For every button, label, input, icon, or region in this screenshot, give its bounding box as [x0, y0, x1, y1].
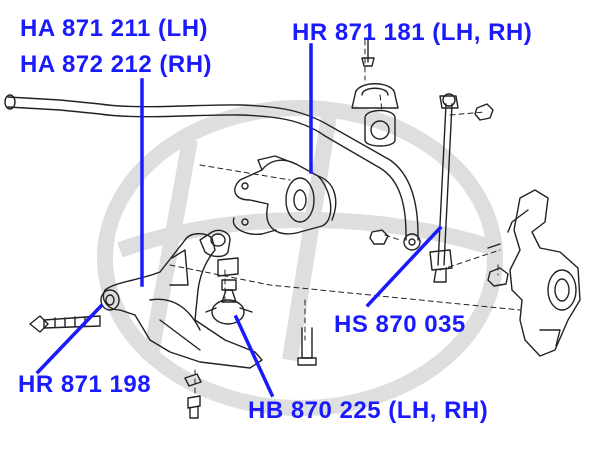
rear-bushing-assembly: [232, 155, 337, 235]
leader-hb870225: [233, 314, 275, 398]
leader-hs870035: [365, 225, 443, 308]
part-label-hb870225: HB 870 225 (LH, RH): [248, 397, 489, 424]
knuckle-nut: [487, 243, 509, 287]
part-label-hr871181: HR 871 181 (LH, RH): [292, 19, 533, 46]
part-label-hs870035: HS 870 035: [334, 311, 466, 338]
small-bolts: [184, 373, 202, 419]
nut-bar-end: [369, 229, 389, 245]
arm-bolt: [29, 315, 101, 333]
part-label-ha872212: HA 872 212 (RH): [20, 51, 213, 78]
stylized-h-logo-watermark-icon: [97, 100, 503, 416]
part-label-hr871198: HR 871 198: [18, 371, 152, 398]
front-bushing: [199, 229, 231, 258]
leader-hr871198: [35, 303, 104, 375]
stabilizer-link: [429, 93, 459, 283]
steering-knuckle: [507, 189, 581, 357]
stabilizer-bushing: [364, 109, 396, 147]
bushing-bracket: [351, 39, 399, 109]
part-label-ha871211: HA 871 211 (LH): [20, 15, 209, 42]
vertical-bolt: [297, 327, 317, 366]
nut: [474, 103, 494, 121]
ball-joint: [205, 257, 253, 325]
lower-control-arm: [100, 233, 263, 369]
leader-lines: [35, 43, 443, 398]
